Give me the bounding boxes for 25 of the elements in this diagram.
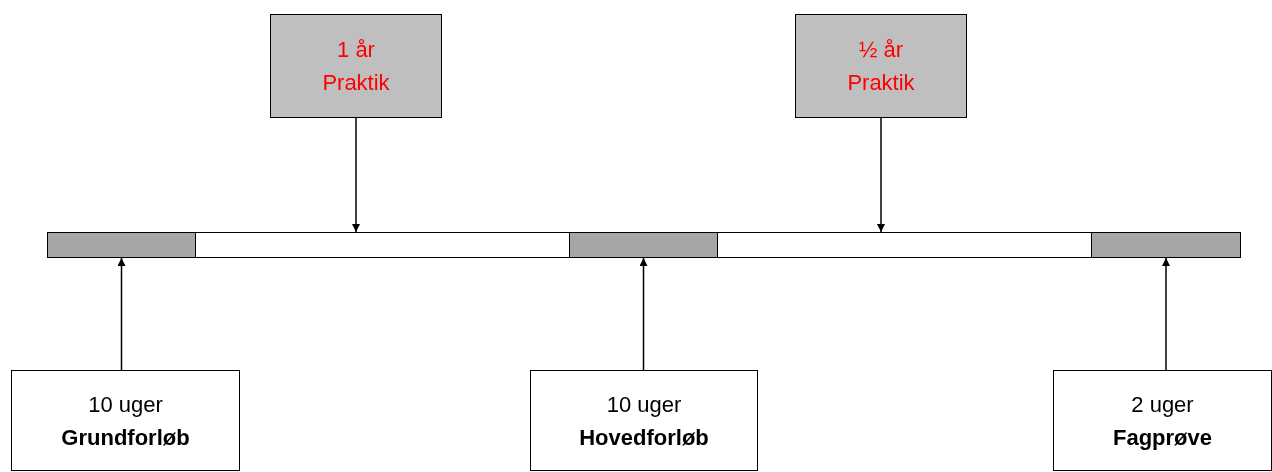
callout-box xyxy=(1053,370,1272,471)
timeline-segment xyxy=(47,232,196,258)
callout-box xyxy=(270,14,442,118)
duration-text: 10 uger xyxy=(88,390,163,419)
arrow xyxy=(1162,257,1170,371)
timeline-segment xyxy=(717,232,1092,258)
duration-text: ½ år xyxy=(859,36,903,64)
timeline-segment xyxy=(569,232,718,258)
duration-text: 1 år xyxy=(337,36,375,64)
phase-label: Hovedforløb xyxy=(579,423,709,452)
arrow xyxy=(117,257,126,371)
arrow xyxy=(352,117,360,233)
duration-text: 2 uger xyxy=(1131,390,1194,419)
duration-text: 10 uger xyxy=(606,390,682,419)
callout-box xyxy=(530,370,758,471)
phase-label: Fagprøve xyxy=(1113,423,1212,452)
arrow xyxy=(639,257,648,371)
phase-label: Praktik xyxy=(847,69,915,97)
timeline-segment xyxy=(1091,232,1241,258)
arrow xyxy=(877,117,885,233)
phase-label: Praktik xyxy=(322,69,390,97)
timeline-segment xyxy=(195,232,570,258)
phase-label: Grundforløb xyxy=(61,423,190,452)
callout-box xyxy=(795,14,967,118)
callout-box xyxy=(11,370,240,471)
